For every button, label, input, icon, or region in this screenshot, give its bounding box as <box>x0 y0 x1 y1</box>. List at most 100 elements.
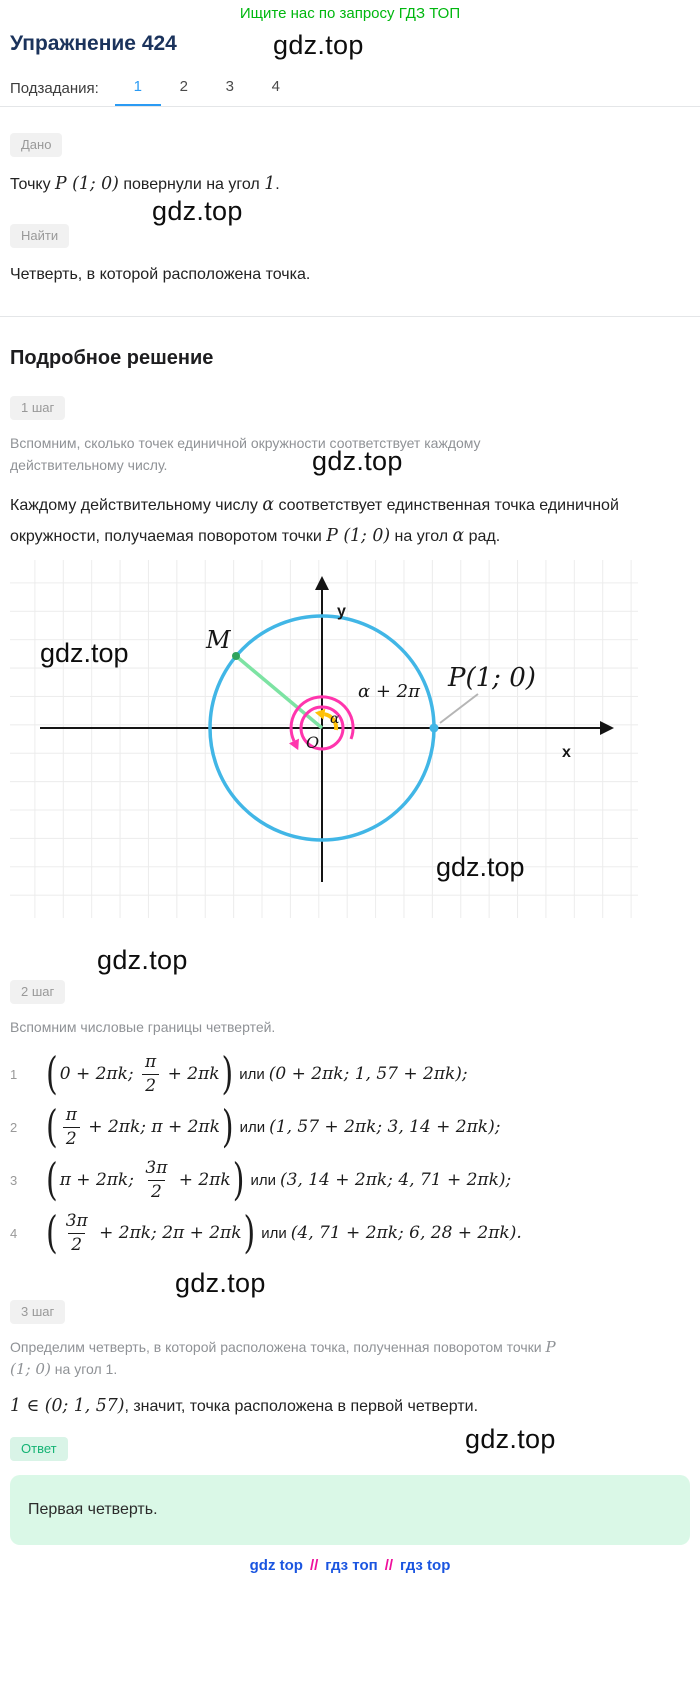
step3-note: Определим четверть, в которой расположен… <box>10 1336 570 1380</box>
math-fragment: + 2πk <box>173 1170 231 1191</box>
text-fragment: или <box>239 1118 266 1136</box>
point-P <box>429 723 439 733</box>
text-fragment: соответствует единственная точка единичн… <box>10 497 619 545</box>
tab-1[interactable]: 1 <box>114 78 161 106</box>
gdz-watermark: gdz.top <box>175 1268 266 1298</box>
text-fragment: или <box>239 1065 265 1083</box>
subtasks-label: Подзадания: <box>10 80 99 97</box>
paren: ) <box>221 1049 234 1100</box>
math-fragment: α <box>262 495 274 515</box>
footer-link[interactable]: gdz top <box>249 1557 303 1574</box>
step1-badge: 1 шаг <box>10 396 66 420</box>
banner-text: Ищите нас по запросу ГДЗ ТОП <box>239 5 461 22</box>
paren: ) <box>243 1208 256 1259</box>
gdz-watermark: gdz.top <box>97 945 188 975</box>
footer: gdz top // гдз топ // гдз top <box>0 1557 700 1574</box>
divider <box>0 316 700 317</box>
step3-badge: 3 шаг <box>10 1300 66 1324</box>
paren: ) <box>221 1102 234 1153</box>
footer-link[interactable]: гдз топ <box>325 1557 378 1574</box>
rotation-spiral-outer <box>289 695 355 742</box>
gdz-watermark: gdz.top <box>152 196 243 226</box>
step2-note: Вспомним числовые границы четвертей. <box>10 1019 276 1035</box>
p-pointer-line <box>439 693 479 724</box>
step2-badge: 2 шаг <box>10 980 66 1004</box>
formula-index: 1 <box>10 1067 18 1082</box>
math-fragment: + 2πk <box>162 1064 220 1085</box>
text-fragment: Определим четверть, в которой расположен… <box>10 1339 546 1355</box>
answer-box: Первая четверть. <box>10 1475 690 1545</box>
label-origin: O <box>306 733 319 752</box>
given-badge: Дано <box>10 133 63 157</box>
subtasks-row: Подзадания: 1 2 3 4 <box>10 78 700 106</box>
paren: ( <box>46 1102 58 1153</box>
label-alpha: α <box>330 711 340 727</box>
tab-3[interactable]: 3 <box>225 78 234 95</box>
math-fragment: 1 <box>264 174 276 194</box>
tab-2[interactable]: 2 <box>179 78 188 95</box>
step1-note: Вспомним, сколько точек единичной окружн… <box>10 435 481 473</box>
footer-separator: // <box>309 1557 319 1574</box>
text-fragment: или <box>250 1171 276 1189</box>
math-fragment: (0 + 2πk; 1, 57 + 2πk); <box>268 1064 468 1085</box>
y-axis-arrow-icon <box>315 576 329 590</box>
angle-arc <box>323 712 339 731</box>
math-fragment: (3, 14 + 2πk; 4, 71 + 2πk); <box>279 1170 512 1191</box>
conclusion-text: 1 ∈ (0; 1, 57), значит, точка расположен… <box>10 1392 690 1421</box>
label-alpha-plus-2pi: α + 2π <box>358 681 421 702</box>
math-fragment: (4, 71 + 2πk; 6, 28 + 2πk). <box>290 1223 522 1244</box>
formula-index: 4 <box>10 1226 18 1241</box>
math-fragment: 0 + 2πk; <box>59 1064 140 1085</box>
text-fragment: рад. <box>464 528 501 545</box>
text-fragment: . <box>275 176 280 193</box>
tab-4[interactable]: 4 <box>271 78 280 95</box>
footer-separator: // <box>384 1557 394 1574</box>
spiral-arrow-icon <box>289 738 299 751</box>
paren: ) <box>232 1155 245 1206</box>
math-fragment: + 2πk; 2π + 2πk <box>93 1223 242 1244</box>
math-fragment: + 2πk; π + 2πk <box>82 1117 220 1138</box>
gdz-watermark: gdz.top <box>40 638 129 668</box>
gdz-watermark: gdz.top <box>436 852 525 882</box>
x-axis-arrow-icon <box>600 721 614 735</box>
label-M: M <box>205 626 232 654</box>
formula-index: 3 <box>10 1173 18 1188</box>
text-fragment: Каждому действительному числу <box>10 497 263 514</box>
label-P: P(1; 0) <box>447 663 536 693</box>
given-text: Точку P (1; 0) повернули на угол 1. <box>10 171 690 198</box>
solution-heading: Подробное решение <box>10 347 214 369</box>
answer-text: Первая четверть. <box>28 1501 158 1518</box>
radius-line <box>234 654 324 730</box>
answer-badge: Ответ <box>10 1437 68 1461</box>
gdz-watermark: gdz.top <box>465 1424 556 1454</box>
paren: ( <box>46 1155 58 1206</box>
text-fragment: , значит, точка расположена в первой чет… <box>124 1398 479 1415</box>
math-fragment: P (1; 0) <box>55 174 119 194</box>
math-fragment: π + 2πk; <box>59 1170 140 1191</box>
label-y-axis: y <box>337 603 346 620</box>
math-fragment: 1 ∈ (0; 1, 57) <box>10 1396 125 1416</box>
angle-arc-arrow-icon <box>314 708 326 720</box>
footer-link[interactable]: гдз top <box>400 1557 451 1574</box>
math-fragment: α <box>452 526 465 546</box>
unit-circle-figure: M P(1; 0) α + 2π α O x y gdz.top gdz.top <box>40 576 614 882</box>
formula-index: 2 <box>10 1120 18 1135</box>
label-x-axis: x <box>562 744 571 761</box>
divider <box>0 106 700 107</box>
gdz-watermark: gdz.top <box>273 30 364 60</box>
text-fragment: или <box>261 1224 287 1242</box>
subtask-tabs: 1 2 3 4 <box>114 78 299 106</box>
